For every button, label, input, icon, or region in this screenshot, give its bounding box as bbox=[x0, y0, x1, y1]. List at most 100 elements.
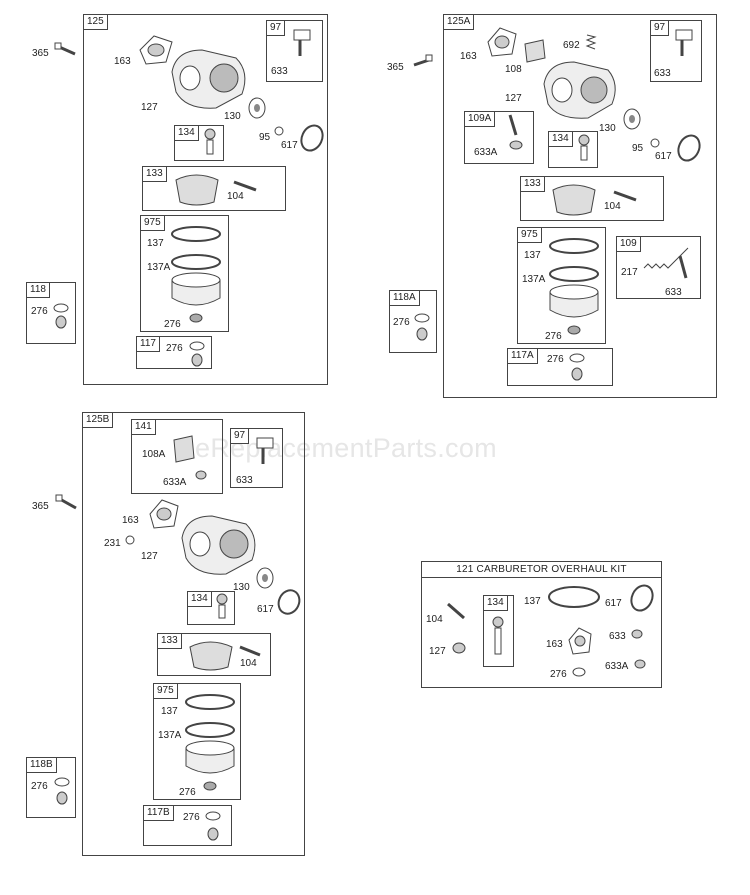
callout-633A: 633A bbox=[605, 661, 629, 672]
gasket-rings-icon bbox=[171, 226, 221, 323]
needle-276-icon bbox=[569, 353, 585, 381]
callout-633: 633 bbox=[236, 475, 253, 486]
callout-104: 104 bbox=[240, 658, 257, 669]
callout-108: 108 bbox=[505, 64, 522, 75]
carburetor-body-icon bbox=[543, 61, 616, 119]
callout-137: 137 bbox=[524, 250, 541, 261]
callout-127: 127 bbox=[141, 551, 158, 562]
kit-134: 134 bbox=[187, 591, 235, 625]
gasket-rings-icon bbox=[185, 694, 235, 791]
jet-134-icon bbox=[204, 128, 216, 155]
panel-tag: 125A bbox=[444, 15, 475, 30]
jet-134-icon bbox=[216, 593, 228, 619]
callout-365: 365 bbox=[387, 62, 404, 73]
callout-617: 617 bbox=[655, 151, 672, 162]
callout-127: 127 bbox=[141, 102, 158, 113]
callout-276: 276 bbox=[550, 669, 567, 680]
gasket-163-icon bbox=[139, 35, 173, 65]
kit-975: 975 bbox=[517, 227, 606, 344]
panel-tag: 125B bbox=[83, 413, 114, 428]
valve-97-icon bbox=[675, 29, 693, 56]
callout-633: 633 bbox=[654, 68, 671, 79]
carburetor-body-icon bbox=[171, 49, 246, 109]
callout-95: 95 bbox=[259, 132, 271, 143]
bolt-365-icon bbox=[55, 494, 77, 510]
oring-617-icon bbox=[277, 589, 301, 615]
gasket-163-icon bbox=[149, 499, 179, 529]
panel-125: 125 bbox=[83, 14, 328, 385]
valve-97-icon bbox=[293, 29, 311, 56]
gasket-163-icon bbox=[568, 627, 592, 655]
kit-133: 133 bbox=[157, 633, 271, 676]
panel-125A: 125A bbox=[443, 14, 717, 398]
washer-231-icon bbox=[125, 535, 135, 545]
callout-95: 95 bbox=[632, 143, 644, 154]
needle-276-icon bbox=[205, 811, 221, 841]
callout-130: 130 bbox=[224, 111, 241, 122]
callout-276: 276 bbox=[393, 317, 410, 328]
callout-633: 633 bbox=[271, 66, 288, 77]
gasket-rings-icon bbox=[549, 238, 599, 335]
pin-104-icon bbox=[239, 645, 261, 657]
kit-141: 141 bbox=[131, 419, 223, 494]
callout-276: 276 bbox=[166, 343, 183, 354]
kit-133: 133 bbox=[142, 166, 286, 211]
callout-137A: 137A bbox=[522, 274, 546, 285]
callout-163: 163 bbox=[546, 639, 563, 650]
kit-109: 109 bbox=[616, 236, 701, 299]
oring-617-icon bbox=[677, 134, 701, 162]
callout-163: 163 bbox=[114, 56, 131, 67]
kit-133: 133 bbox=[520, 176, 664, 221]
callout-108A: 108A bbox=[142, 449, 166, 460]
valve-109A-icon bbox=[508, 114, 523, 150]
kit-117: 117 bbox=[136, 336, 212, 369]
callout-137: 137 bbox=[161, 706, 178, 717]
valve-97-icon bbox=[256, 437, 274, 464]
callout-633: 633 bbox=[665, 287, 682, 298]
needle-276-icon bbox=[572, 667, 586, 677]
callout-617: 617 bbox=[605, 598, 622, 609]
callout-617: 617 bbox=[257, 604, 274, 615]
float-133-icon bbox=[189, 641, 233, 671]
screw-95-icon bbox=[650, 138, 660, 148]
float-133-icon bbox=[175, 174, 219, 206]
kit-117A: 117A bbox=[507, 348, 613, 386]
callout-276: 276 bbox=[164, 319, 181, 330]
callout-276: 276 bbox=[545, 331, 562, 342]
jet-134-icon bbox=[578, 134, 590, 161]
needle-276-icon bbox=[414, 313, 430, 341]
jet-134-icon bbox=[492, 616, 504, 655]
callout-104: 104 bbox=[604, 201, 621, 212]
kit-118: 118 bbox=[26, 282, 76, 344]
panel-125B: 125B bbox=[82, 412, 305, 856]
overhaul-kit-title: 121 CARBURETOR OVERHAUL KIT bbox=[422, 562, 661, 578]
oring-617-icon bbox=[630, 584, 654, 612]
callout-137: 137 bbox=[524, 596, 541, 607]
kit-975: 975 bbox=[140, 215, 229, 332]
plate-108A-icon bbox=[173, 435, 195, 463]
plate-130-icon bbox=[256, 567, 274, 589]
pin-104-icon bbox=[233, 180, 257, 192]
kit-97: 97 bbox=[650, 20, 702, 82]
callout-617: 617 bbox=[281, 140, 298, 151]
kit-109A: 109A bbox=[464, 111, 534, 164]
kit-975: 975 bbox=[153, 683, 241, 800]
callout-104: 104 bbox=[426, 614, 443, 625]
plate-130-icon bbox=[623, 108, 641, 130]
plate-130-icon bbox=[248, 97, 266, 119]
callout-231: 231 bbox=[104, 538, 121, 549]
callout-163: 163 bbox=[122, 515, 139, 526]
callout-137: 137 bbox=[147, 238, 164, 249]
spring-692-icon bbox=[585, 34, 597, 50]
bolt-365-icon bbox=[54, 42, 76, 56]
kit-134: 134 bbox=[548, 131, 598, 168]
kit-134: 134 bbox=[483, 595, 514, 667]
gasket-137-icon bbox=[548, 586, 600, 608]
bolt-365-icon bbox=[413, 54, 433, 67]
washer-633A-icon bbox=[195, 470, 207, 480]
float-133-icon bbox=[552, 184, 596, 216]
pin-104-icon bbox=[613, 190, 637, 202]
callout-633A: 633A bbox=[474, 147, 498, 158]
callout-633A: 633A bbox=[163, 477, 187, 488]
callout-127: 127 bbox=[505, 93, 522, 104]
